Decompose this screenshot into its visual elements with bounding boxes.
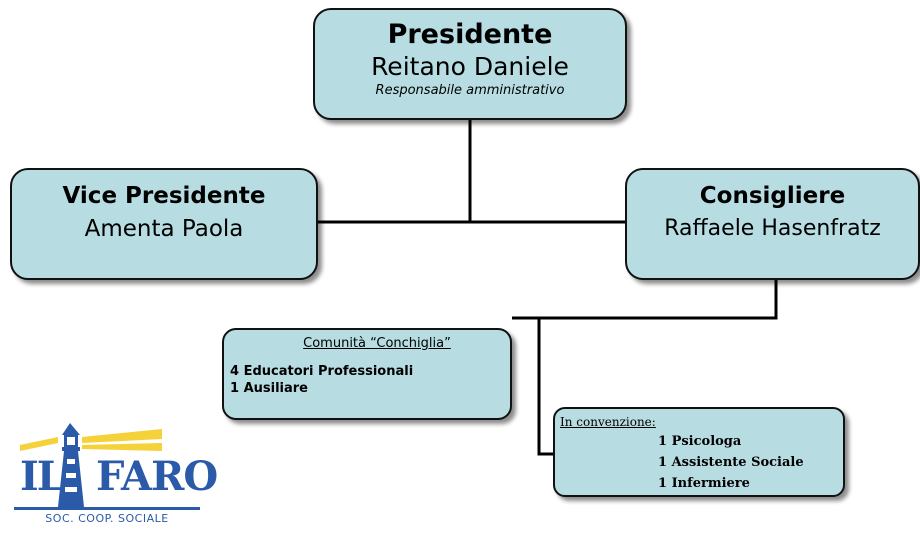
logo-word-faro: FARO — [96, 453, 218, 500]
consigliere-title: Consigliere — [699, 183, 846, 209]
consigliere-box: Consigliere Raffaele Hasenfratz — [625, 168, 920, 280]
comunita-staff-list: 4 Educatori Professionali 1 Ausiliare — [224, 363, 510, 397]
vice-president-box: Vice Presidente Amenta Paola — [10, 168, 318, 280]
convenzione-staff-item: 1 Assistente Sociale — [658, 455, 804, 470]
vice-president-title: Vice Presidente — [62, 183, 266, 209]
comunita-staff-item: 1 Ausiliare — [230, 381, 308, 396]
lighthouse-icon — [14, 423, 200, 510]
convenzione-title: In convenzione: — [560, 415, 656, 429]
logo-word-il: IL — [20, 453, 65, 500]
convenzione-staff-item: 1 Infermiere — [658, 476, 750, 491]
consigliere-name: Raffaele Hasenfratz — [664, 216, 881, 241]
president-role: Responsabile amministrativo — [375, 83, 565, 98]
convenzione-staff-item: 1 Psicologa — [658, 434, 742, 449]
logo-subtitle: SOC. COOP. SOCIALE — [45, 512, 169, 525]
convenzione-box: In convenzione: 1 Psicologa 1 Assistente… — [553, 407, 845, 497]
comunita-title: Comunità “Conchiglia” — [303, 336, 451, 351]
president-name: Reitano Daniele — [371, 52, 569, 81]
vice-president-name: Amenta Paola — [84, 216, 244, 242]
president-title: Presidente — [387, 19, 553, 50]
president-box: Presidente Reitano Daniele Responsabile … — [313, 8, 627, 120]
comunita-box: Comunità “Conchiglia” 4 Educatori Profes… — [222, 328, 512, 420]
convenzione-staff-list: 1 Psicologa 1 Assistente Sociale 1 Infer… — [555, 431, 843, 494]
comunita-staff-item: 4 Educatori Professionali — [230, 364, 414, 379]
il-faro-logo: IL FARO SOC. COOP. SOCIALE — [12, 415, 218, 535]
